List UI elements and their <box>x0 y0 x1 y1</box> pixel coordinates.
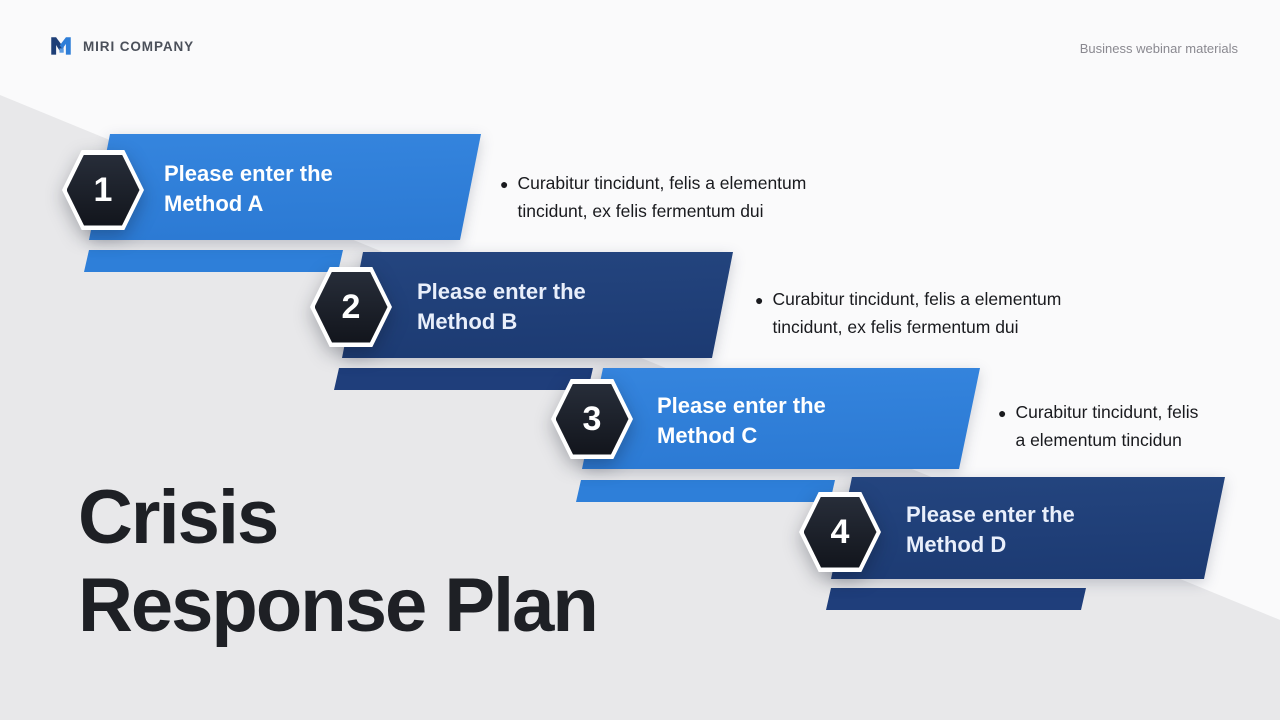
step-heading-line2: Method D <box>906 532 1007 557</box>
step-bullet: ● Curabitur tincidunt, felis a elementum… <box>755 285 1061 341</box>
step-heading-line1: Please enter the <box>906 502 1075 527</box>
hexagon-icon: 4 <box>799 492 881 572</box>
step-number: 3 <box>582 400 602 438</box>
bullet-dot-icon: ● <box>500 176 509 192</box>
accent-strip <box>334 368 593 390</box>
accent-strip <box>84 250 343 272</box>
hexagon-icon: 3 <box>551 379 633 459</box>
step-banner: Please enter the Method D <box>831 477 1225 579</box>
step-number: 4 <box>830 513 850 551</box>
page-title: Crisis Response Plan <box>78 474 599 650</box>
step-number: 2 <box>341 288 361 326</box>
step-heading-line2: Method B <box>417 309 518 334</box>
hexagon-icon: 1 <box>62 150 144 230</box>
brand: MIRI COMPANY <box>48 33 194 59</box>
step-number-badge: 4 <box>799 492 881 572</box>
step-bullet: ● Curabitur tincidunt, felis a elementum… <box>998 398 1198 454</box>
step-heading-line1: Please enter the <box>657 392 826 418</box>
bullet-text: Curabitur tincidunt, felis a elementum t… <box>1015 402 1199 450</box>
bullet-dot-icon: ● <box>755 292 764 308</box>
step-bullet: ● Curabitur tincidunt, felis a elementum… <box>500 169 806 225</box>
header-note: Business webinar materials <box>1079 41 1238 56</box>
accent-strip <box>576 480 835 502</box>
step-heading-line1: Please enter the <box>417 279 586 304</box>
logo-m-icon <box>51 37 71 55</box>
step-heading-line2: Method C <box>657 422 758 448</box>
accent-strip <box>826 588 1086 610</box>
bullet-text: Curabitur tincidunt, felis a elementum t… <box>772 289 1062 337</box>
step-banner: Please enter the Method B <box>342 252 733 358</box>
step-heading-line1: Please enter the <box>164 161 333 186</box>
page-title-line2: Response Plan <box>78 563 599 648</box>
page-title-line1: Crisis <box>78 475 279 560</box>
hexagon-icon: 2 <box>310 267 392 347</box>
step-banner: Please enter the Method C <box>582 368 980 469</box>
step-number-badge: 1 <box>62 150 144 230</box>
step-banner: Please enter the Method A <box>89 134 481 240</box>
brand-name: MIRI COMPANY <box>83 38 195 54</box>
bullet-text: Curabitur tincidunt, felis a elementum t… <box>517 173 807 221</box>
step-number-badge: 2 <box>310 267 392 347</box>
step-number-badge: 3 <box>551 379 633 459</box>
bullet-dot-icon: ● <box>998 405 1007 421</box>
step-heading-line2: Method A <box>164 191 264 216</box>
step-number: 1 <box>93 171 113 209</box>
